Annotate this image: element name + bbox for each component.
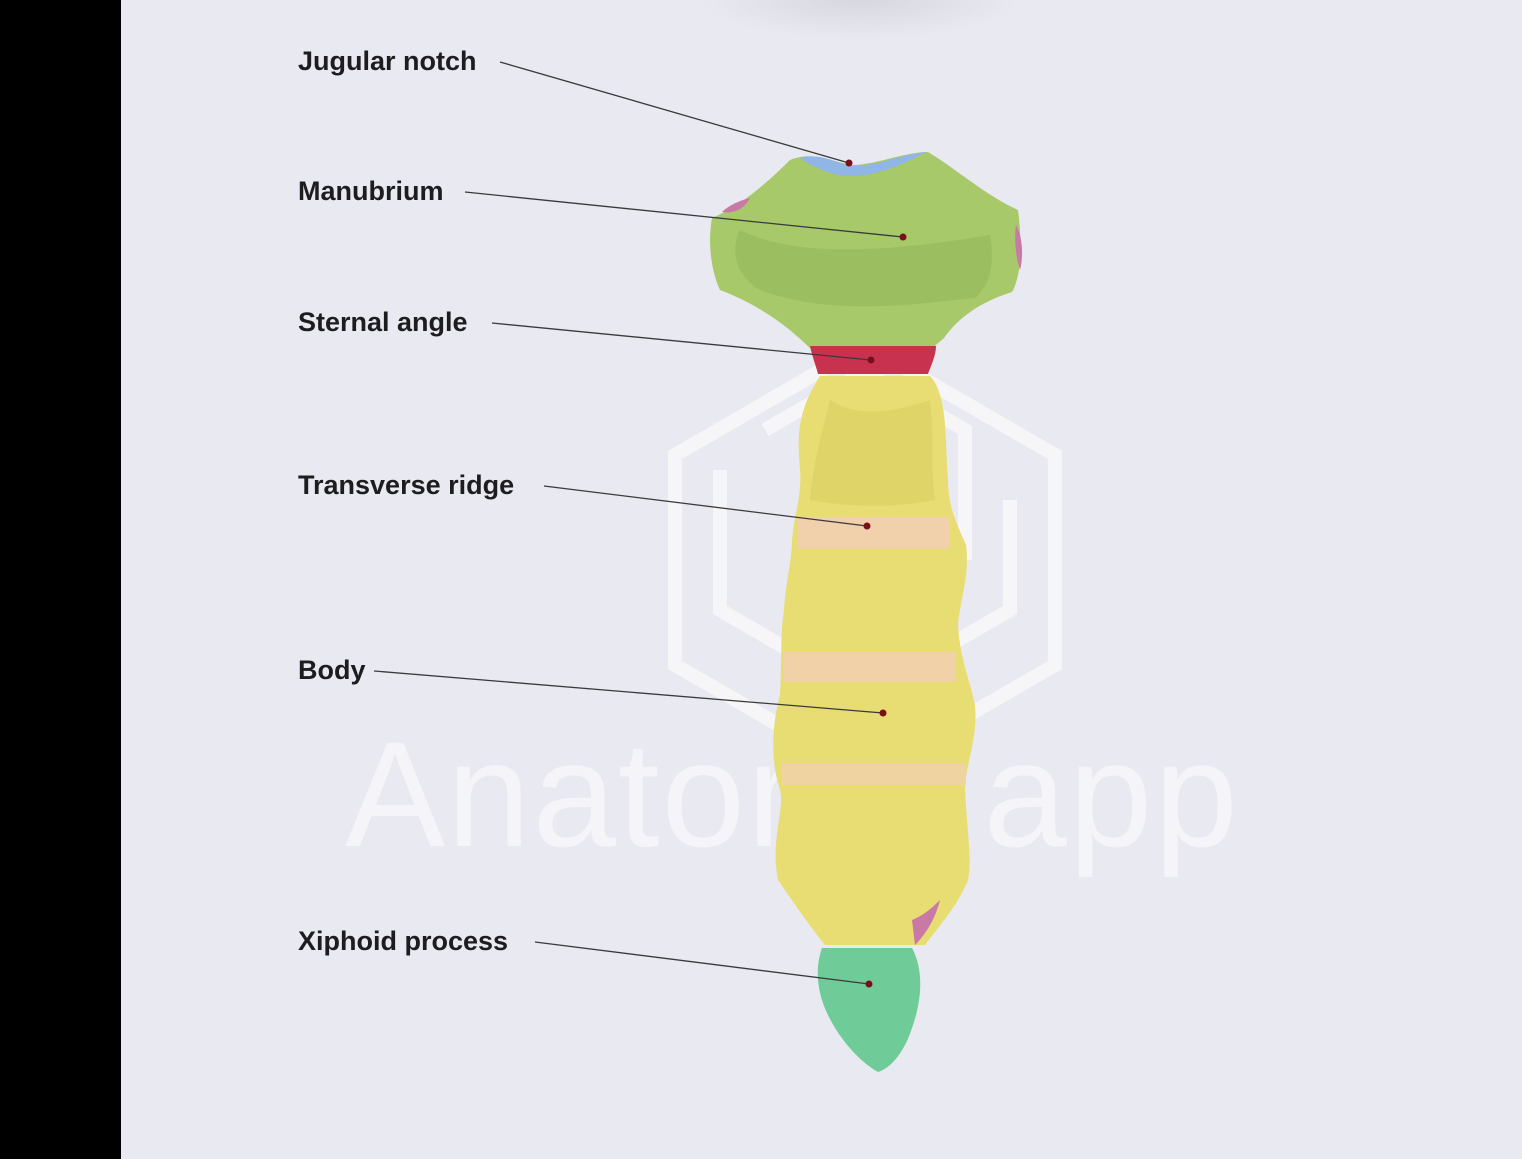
manubrium-shape [710,152,1021,350]
jugular-notch-shape [800,152,926,176]
manubrium-clavicular-notch-right [1015,225,1023,270]
xiphoid-shape [817,948,921,1072]
pointer-dot-manubrium [899,233,907,241]
left-black-bar [0,0,121,1159]
body-shade [810,400,935,506]
label-body: Body [298,655,366,685]
label-xiphoid-process: Xiphoid process [298,926,509,956]
leader-line-xiphoid-process [534,941,870,985]
leader-line-jugular-notch [499,61,850,164]
label-jugular-notch: Jugular notch [298,46,477,76]
pointer-dot-jugular-notch [845,159,853,167]
leader-line-manubrium [464,191,904,238]
leader-line-sternal-angle [491,322,872,361]
manubrium-clavicular-notch-left [722,198,750,213]
leader-line-body [373,670,884,714]
leader-line-transverse-ridge [543,485,868,527]
transverse-ridge-band-3 [782,763,966,785]
xiphisternal-pink-patch [912,900,940,945]
transverse-ridge-band-1 [798,517,950,549]
manubrium-shade [735,230,992,307]
leader-lines [373,61,904,985]
label-sternal-angle: Sternal angle [298,307,468,337]
pointer-dots [845,159,907,988]
label-transverse-ridge: Transverse ridge [298,470,515,500]
pointer-dot-body [879,709,887,717]
transverse-ridge-band-2 [784,652,956,682]
label-manubrium: Manubrium [298,176,444,206]
pointer-dot-xiphoid-process [865,980,873,988]
pointer-dot-transverse-ridge [863,522,871,530]
pointer-dot-sternal-angle [867,356,875,364]
